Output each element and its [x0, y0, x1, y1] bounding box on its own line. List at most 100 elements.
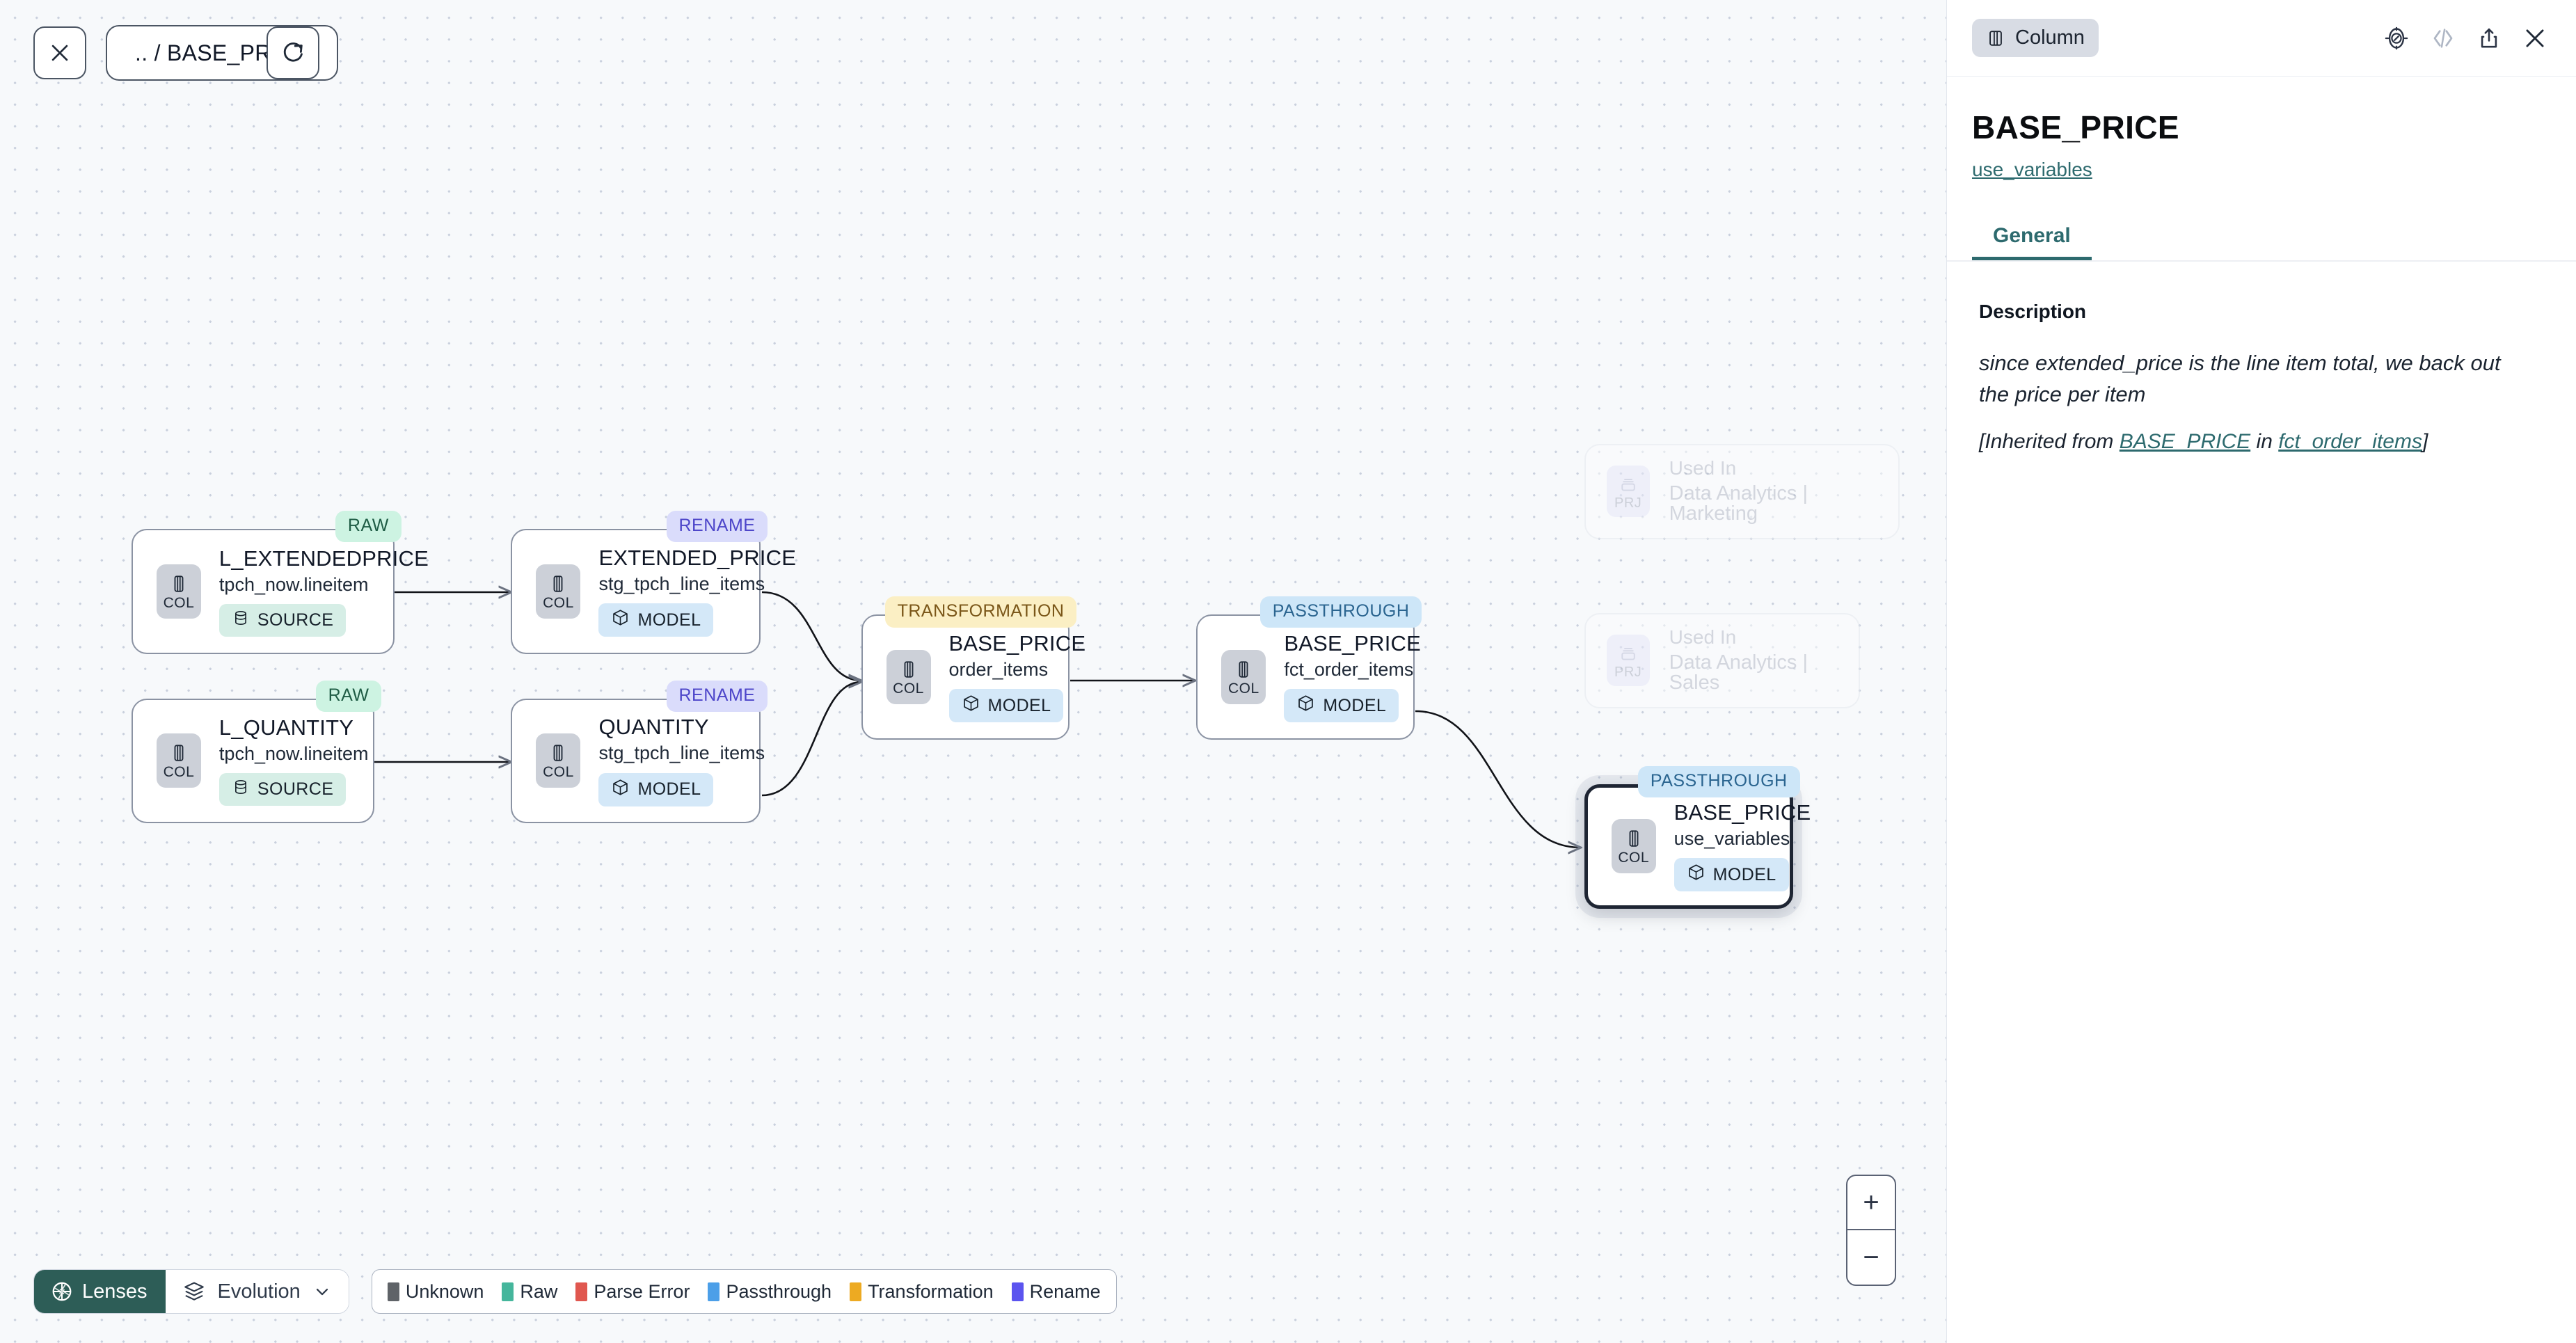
- evolution-dropdown[interactable]: Evolution: [165, 1270, 349, 1313]
- node-title: QUANTITY: [598, 715, 709, 740]
- legend-label: Transformation: [868, 1280, 994, 1302]
- database-icon: [232, 778, 250, 801]
- chevron-down-icon: [316, 1288, 328, 1296]
- node-icon-label: COL: [543, 763, 574, 780]
- lenses-button[interactable]: Lenses: [34, 1270, 166, 1313]
- node-badge-rename: RENAME: [666, 680, 768, 712]
- legend-item-unknown[interactable]: Unknown: [387, 1281, 484, 1303]
- code-icon[interactable]: [2430, 25, 2456, 51]
- node-subtitle: stg_tpch_line_items: [598, 573, 765, 595]
- legend-label: Rename: [1029, 1280, 1101, 1302]
- node-subtitle: stg_tpch_line_items: [598, 742, 765, 764]
- node-kind-chip: MODEL: [598, 772, 714, 806]
- close-lineage-button[interactable]: [33, 26, 86, 79]
- node-badge-raw: RAW: [335, 511, 401, 543]
- refresh-button[interactable]: [267, 26, 319, 79]
- compass-icon[interactable]: [2384, 26, 2409, 51]
- node-title: BASE_PRICE: [1284, 630, 1422, 655]
- node-kind-label: MODEL: [637, 610, 701, 630]
- node-subtitle: order_items: [948, 659, 1049, 681]
- column-type-icon: COL: [156, 733, 201, 788]
- parent-model-link[interactable]: use_variables: [1972, 159, 2092, 180]
- node-icon-label: COL: [163, 763, 195, 780]
- legend-item-raw[interactable]: Raw: [502, 1281, 557, 1303]
- node-subtitle: tpch_now.lineitem: [218, 573, 369, 595]
- page-title: BASE_PRICE: [1972, 109, 2179, 145]
- share-icon[interactable]: [2477, 26, 2501, 50]
- legend-item-rename[interactable]: Rename: [1011, 1280, 1101, 1303]
- legend-swatch: [387, 1282, 399, 1301]
- database-icon: [232, 609, 250, 632]
- panel-header: Column: [1947, 0, 2576, 77]
- node-kind-label: MODEL: [987, 695, 1051, 715]
- description-text: since extended_price is the line item to…: [1979, 351, 2501, 406]
- legend-item-transformation[interactable]: Transformation: [850, 1281, 994, 1303]
- node-title: EXTENDED_PRICE: [598, 546, 797, 571]
- node-kind-chip: MODEL: [598, 603, 714, 637]
- column-type-icon: COL: [1611, 819, 1656, 874]
- zoom-out-button[interactable]: −: [1863, 1241, 1879, 1273]
- legend-item-parse-error[interactable]: Parse Error: [575, 1281, 690, 1303]
- node-badge-transformation: TRANSFORMATION: [884, 596, 1077, 628]
- node-kind-label: MODEL: [1712, 864, 1776, 884]
- tab-general[interactable]: General: [1972, 224, 2092, 260]
- entity-type-chip[interactable]: Column: [1972, 19, 2099, 57]
- cube-icon: [962, 694, 980, 717]
- ghost-icon-label: PRJ: [1614, 664, 1642, 680]
- node-icon-label: COL: [543, 594, 574, 611]
- details-panel: Column: [1946, 0, 2576, 1343]
- lenses-label: Lenses: [82, 1280, 148, 1303]
- node-badge-raw: RAW: [315, 680, 382, 712]
- node-icon-label: COL: [163, 594, 195, 611]
- legend-swatch: [575, 1282, 588, 1301]
- legend-item-passthrough[interactable]: Passthrough: [708, 1281, 832, 1303]
- cube-icon: [611, 778, 630, 802]
- lineage-legend: Unknown Raw Parse Error Passthrough Transfor…: [371, 1269, 1117, 1314]
- zoom-in-button[interactable]: +: [1847, 1176, 1895, 1230]
- inherited-from-note: [Inherited from BASE_PRICE in fct_order_…: [1979, 430, 2536, 454]
- node-kind-label: MODEL: [637, 779, 701, 800]
- project-icon: PRJ: [1606, 635, 1650, 687]
- aperture-icon: [52, 1282, 72, 1301]
- cube-icon: [1296, 694, 1315, 717]
- column-type-icon: COL: [536, 564, 581, 619]
- zoom-controls: + −: [1846, 1175, 1896, 1286]
- node-badge-passthrough: PASSTHROUGH: [1637, 765, 1800, 797]
- node-icon-label: COL: [1227, 680, 1259, 697]
- inherited-column-link[interactable]: BASE_PRICE: [2119, 429, 2251, 453]
- panel-header-actions: [2384, 25, 2548, 51]
- node-kind-chip: MODEL: [948, 689, 1064, 723]
- ghost-project-name: Data Analytics | Marketing: [1669, 482, 1808, 525]
- node-icon-label: COL: [1618, 849, 1650, 866]
- entity-type-label: Column: [2015, 26, 2085, 49]
- node-kind-label: SOURCE: [257, 610, 334, 630]
- node-title: L_EXTENDEDPRICE: [218, 546, 429, 571]
- legend-label: Parse Error: [594, 1280, 690, 1302]
- close-panel-icon[interactable]: [2522, 25, 2548, 51]
- node-title: BASE_PRICE: [948, 630, 1086, 655]
- description-label: Description: [1979, 301, 2087, 322]
- evolution-label: Evolution: [217, 1280, 301, 1303]
- inherited-model-link[interactable]: fct_order_items: [2278, 429, 2422, 453]
- column-type-icon: COL: [536, 733, 581, 788]
- legend-swatch: [850, 1282, 862, 1301]
- legend-swatch: [502, 1282, 514, 1301]
- panel-tabs: General: [1947, 224, 2576, 262]
- ghost-used-in-label: Used In: [1669, 626, 1737, 649]
- ghost-project-name: Data Analytics | Sales: [1669, 651, 1808, 694]
- legend-label: Raw: [520, 1280, 558, 1302]
- project-icon: PRJ: [1606, 466, 1650, 518]
- node-title: BASE_PRICE: [1673, 800, 1811, 825]
- layers-icon: [184, 1282, 204, 1301]
- cube-icon: [611, 608, 630, 632]
